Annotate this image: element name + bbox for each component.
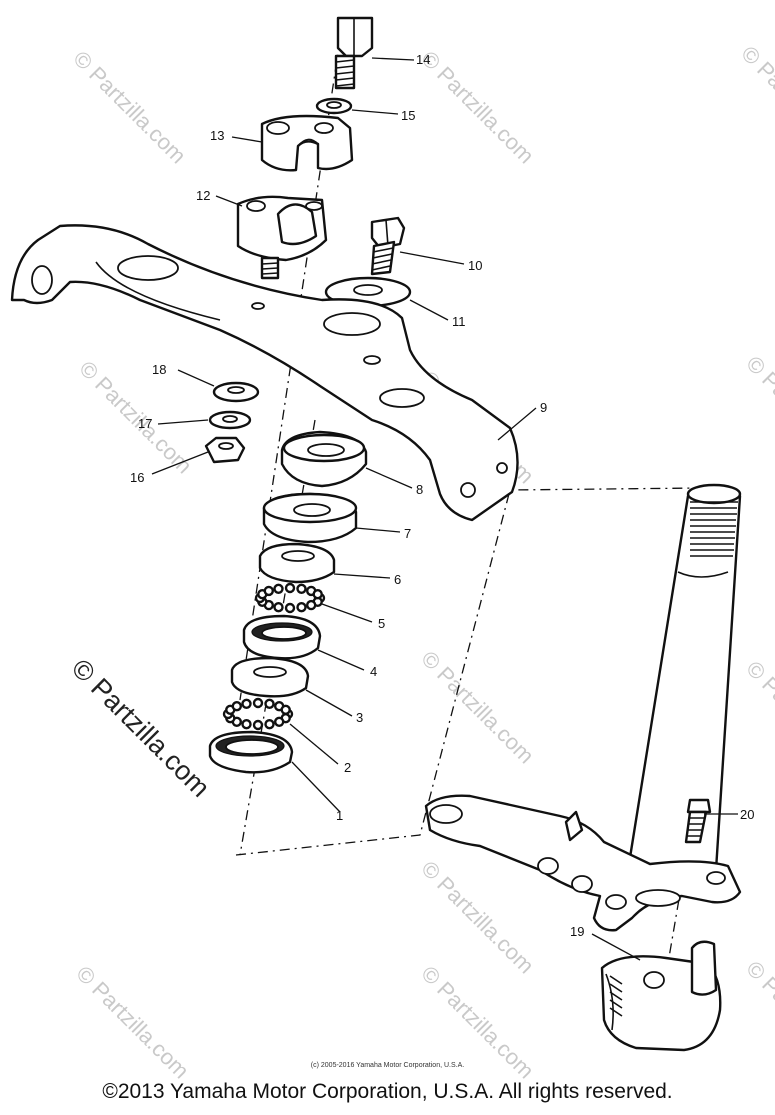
part-19-steering-stem — [424, 483, 742, 1052]
watermark-prominent: © Partzilla.com — [66, 653, 216, 803]
bearing-ball — [312, 589, 323, 600]
callout-5: 5 — [378, 616, 385, 631]
watermark: © Partzilla.com — [74, 356, 197, 479]
callout-14: 14 — [416, 52, 430, 67]
callout-12: 12 — [196, 188, 210, 203]
part-14-bolt — [334, 16, 374, 90]
bearing-ball — [264, 719, 275, 730]
bearing-ball — [296, 602, 307, 613]
watermark: © Partzilla.com — [68, 46, 191, 169]
part-15-washer — [315, 97, 353, 115]
callout-7: 7 — [404, 526, 411, 541]
fine-print-copyright: (c) 2005-2016 Yamaha Motor Corporation, … — [310, 1062, 465, 1069]
part-4-race — [242, 614, 322, 660]
part-20-bolt — [684, 798, 712, 844]
bearing-ball — [252, 719, 264, 731]
copyright-notice: ©2013 Yamaha Motor Corporation, U.S.A. A… — [102, 1080, 673, 1103]
part-2-balls — [222, 697, 294, 731]
callout-3: 3 — [356, 710, 363, 725]
part-16-nut — [204, 436, 246, 464]
bearing-ball — [306, 599, 317, 611]
bearing-ball — [296, 583, 307, 594]
bearing-ball — [264, 698, 275, 709]
callout-17: 17 — [138, 416, 152, 431]
callout-10: 10 — [468, 258, 482, 273]
callout-2: 2 — [344, 760, 351, 775]
callout-1: 1 — [336, 808, 343, 823]
bearing-ball — [241, 698, 252, 709]
callout-13: 13 — [210, 128, 224, 143]
bearing-ball — [284, 582, 296, 594]
callout-20: 20 — [740, 807, 754, 822]
callout-labels: 14 15 13 12 10 11 9 18 17 16 8 7 6 5 4 3… — [130, 52, 754, 939]
part-5-balls — [254, 582, 326, 614]
part-1-race — [208, 730, 294, 774]
callout-9: 9 — [540, 400, 547, 415]
bearing-ball — [284, 602, 296, 614]
bearing-ball — [280, 704, 291, 715]
watermark: © Partzilla.com — [741, 351, 775, 474]
part-13-holder-cap — [260, 114, 354, 172]
callout-16: 16 — [130, 470, 144, 485]
watermark: © Partzilla.com — [416, 46, 539, 169]
callout-19: 19 — [570, 924, 584, 939]
part-7-seal — [262, 492, 358, 544]
callout-8: 8 — [416, 482, 423, 497]
part-10-bolt — [370, 216, 406, 276]
part-18-washer — [212, 381, 260, 403]
bearing-ball — [241, 719, 252, 730]
part-9-upper-bracket — [10, 224, 519, 522]
part-12-lower-holder — [236, 195, 328, 280]
bearing-ball — [252, 697, 264, 709]
part-8-bearing-cover — [280, 430, 368, 488]
bearing-ball — [231, 701, 243, 712]
bearing-ball — [273, 583, 284, 594]
part-6-race — [258, 542, 336, 584]
watermark: © Partzilla.com — [736, 41, 775, 164]
watermark: © Partzilla.com — [741, 956, 775, 1079]
watermark: © Partzilla.com — [416, 856, 539, 979]
callout-6: 6 — [394, 572, 401, 587]
watermark: © Partzilla.com — [416, 646, 539, 769]
bearing-ball — [263, 585, 274, 597]
leader-lines — [151, 57, 738, 961]
part-3-race — [230, 656, 310, 698]
callout-15: 15 — [401, 108, 415, 123]
bearing-ball — [273, 602, 284, 613]
callout-4: 4 — [370, 664, 377, 679]
watermark-layer: © Partzilla.com © Partzilla.com © Partzi… — [66, 41, 775, 1084]
watermark: © Partzilla.com — [741, 656, 775, 779]
callout-11: 11 — [452, 314, 466, 329]
part-17-lockwasher — [208, 410, 252, 430]
callout-18: 18 — [152, 362, 166, 377]
bearing-ball — [274, 716, 285, 727]
